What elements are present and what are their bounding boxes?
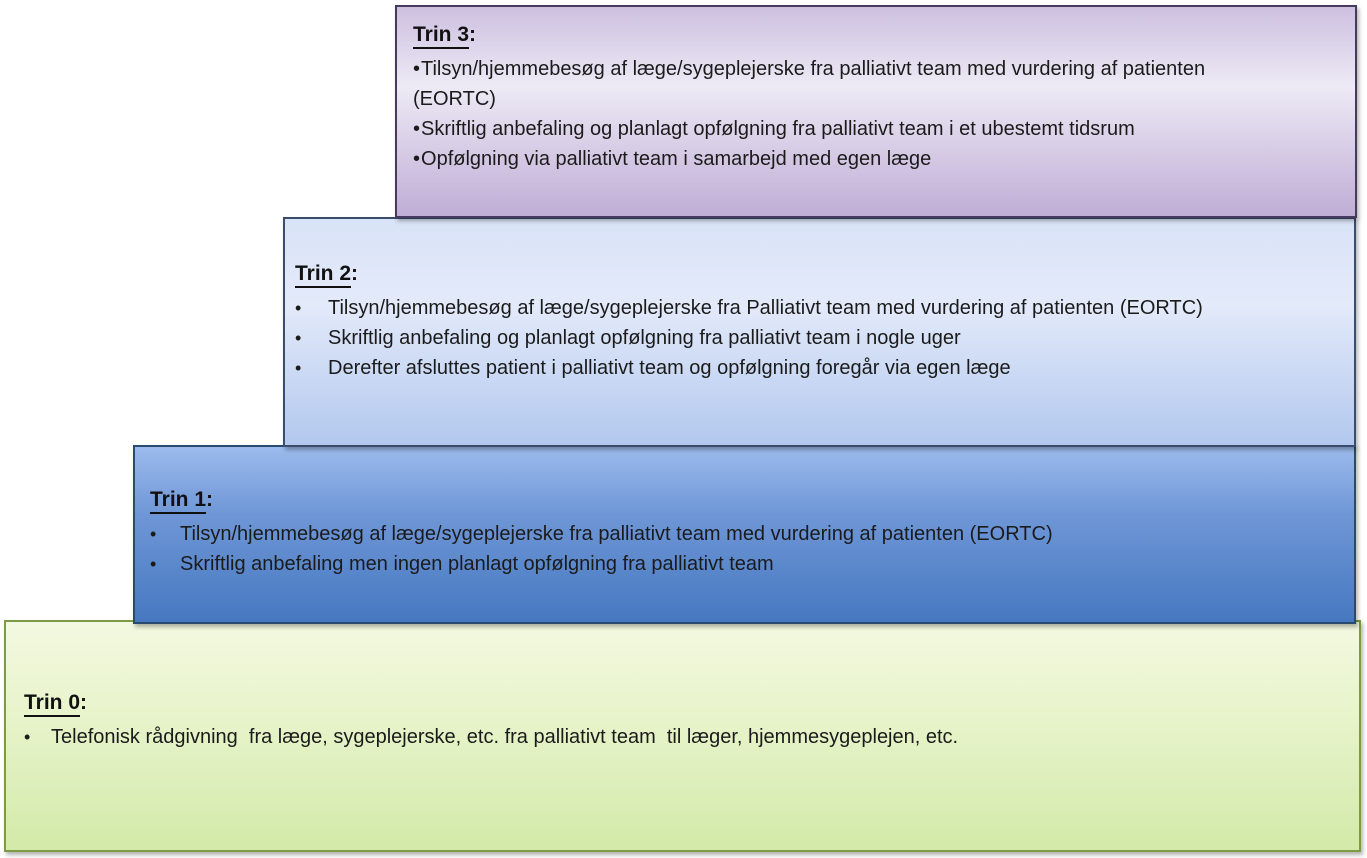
trin-3-title-text: Trin 3 (413, 23, 470, 49)
bullet-icon (413, 118, 420, 140)
trin-2-box: Trin 2: Tilsyn/hjemmebesøg af læge/sygep… (283, 217, 1356, 447)
trin-1-title-text: Trin 1 (150, 488, 207, 514)
bullet-item: Tilsyn/hjemmebesøg af læge/sygeplejerske… (295, 293, 1339, 323)
bullet-item: Skriftlig anbefaling og planlagt opfølgn… (295, 323, 1339, 353)
bullet-text: Tilsyn/hjemmebesøg af læge/sygeplejerske… (413, 58, 1211, 110)
bullet-text: Tilsyn/hjemmebesøg af læge/sygeplejerske… (328, 297, 1203, 319)
bullet-icon (295, 293, 328, 323)
bullet-icon (413, 58, 420, 80)
trin-3-bullet-list: Tilsyn/hjemmebesøg af læge/sygeplejerske… (413, 54, 1277, 174)
bullet-icon (295, 353, 328, 383)
trin-0-title-text: Trin 0 (24, 691, 81, 717)
bullet-text: Tilsyn/hjemmebesøg af læge/sygeplejerske… (180, 523, 1053, 545)
trin-2-bullet-list: Tilsyn/hjemmebesøg af læge/sygeplejerske… (295, 293, 1339, 383)
bullet-item: Skriftlig anbefaling og planlagt opfølgn… (413, 114, 1277, 144)
bullet-text: Opfølgning via palliativt team i samarbe… (421, 148, 932, 170)
bullet-text: Skriftlig anbefaling og planlagt opfølgn… (421, 118, 1135, 140)
bullet-icon (150, 549, 180, 579)
bullet-icon (295, 323, 328, 353)
bullet-item: Skriftlig anbefaling men ingen planlagt … (150, 549, 1339, 579)
trin-0-title: Trin 0: (24, 688, 1343, 718)
bullet-text: Skriftlig anbefaling men ingen planlagt … (180, 553, 774, 575)
bullet-text: Derefter afsluttes patient i palliativt … (328, 357, 1011, 379)
bullet-icon (24, 722, 51, 752)
trin-2-title-text: Trin 2 (295, 262, 352, 288)
bullet-item: Tilsyn/hjemmebesøg af læge/sygeplejerske… (413, 54, 1277, 114)
bullet-icon (150, 519, 180, 549)
trin-1-box: Trin 1: Tilsyn/hjemmebesøg af læge/sygep… (133, 445, 1356, 624)
bullet-item: Derefter afsluttes patient i palliativt … (295, 353, 1339, 383)
trin-0-bullet-list: Telefonisk rådgivning fra læge, sygeplej… (24, 722, 1343, 752)
trin-2-title-colon: : (351, 262, 359, 285)
trin-0-box: Trin 0: Telefonisk rådgivning fra læge, … (4, 620, 1361, 852)
bullet-item: Telefonisk rådgivning fra læge, sygeplej… (24, 722, 1343, 752)
bullet-item: Opfølgning via palliativt team i samarbe… (413, 144, 1277, 174)
trin-1-bullet-list: Tilsyn/hjemmebesøg af læge/sygeplejerske… (150, 519, 1339, 579)
bullet-icon (413, 148, 420, 170)
trin-3-title: Trin 3: (413, 20, 1277, 50)
trin-0-title-colon: : (80, 691, 88, 714)
bullet-text: Telefonisk rådgivning fra læge, sygeplej… (51, 726, 959, 748)
trin-2-title: Trin 2: (295, 259, 1339, 289)
bullet-text: Skriftlig anbefaling og planlagt opfølgn… (328, 327, 961, 349)
trin-3-title-colon: : (469, 23, 477, 46)
trin-1-title: Trin 1: (150, 485, 1339, 515)
trin-3-box: Trin 3: Tilsyn/hjemmebesøg af læge/sygep… (395, 5, 1357, 218)
trin-1-title-colon: : (206, 488, 214, 511)
bullet-item: Tilsyn/hjemmebesøg af læge/sygeplejerske… (150, 519, 1339, 549)
